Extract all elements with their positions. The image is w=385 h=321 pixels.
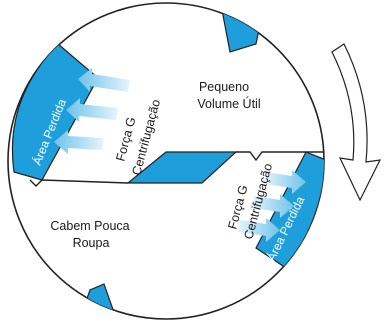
label-small-volume-1: Pequeno [199, 80, 249, 94]
label-little-clothes-1: Cabem Pouca [50, 219, 129, 233]
force-arrows-right [238, 170, 306, 242]
divider-left [29, 179, 129, 187]
divider-right [236, 151, 324, 162]
arrow-left-3 [54, 130, 104, 154]
force-arrows-left [54, 68, 130, 154]
label-little-clothes-2: Roupa [73, 236, 110, 250]
arrow-right-3 [238, 218, 280, 242]
arrow-right-1 [264, 170, 306, 194]
arrow-left-2 [66, 98, 118, 122]
arrow-right-2 [252, 194, 294, 218]
label-small-volume-2: Volume Útil [197, 96, 260, 111]
arrow-left-1 [78, 68, 130, 92]
rotation-arrow-icon [331, 43, 382, 202]
center-band [126, 151, 238, 184]
